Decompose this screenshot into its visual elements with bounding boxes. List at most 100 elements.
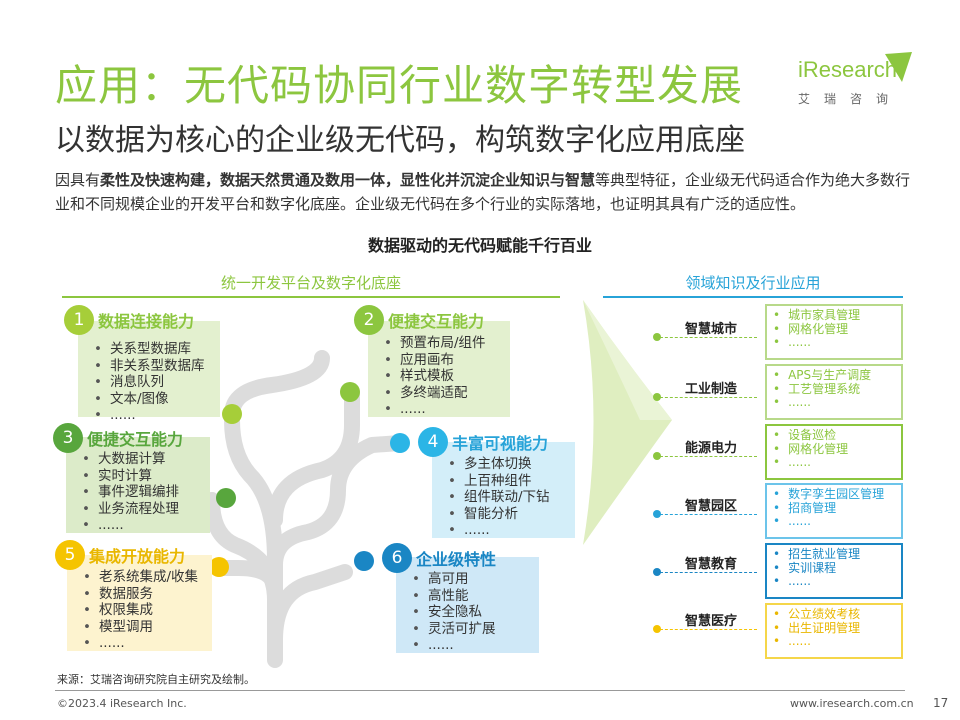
sector-name: 能源电力 xyxy=(685,441,738,456)
capability-box-3: 大数据计算 实时计算 事件逻辑编排 业务流程处理 ...... xyxy=(66,437,210,533)
sector-app-item: 网格化管理 xyxy=(773,442,895,457)
capability-box-4: 多主体切换 上百种组件 组件联动/下钻 智能分析 ...... xyxy=(432,442,575,538)
capability-4-item: 上百种组件 xyxy=(448,473,565,490)
sector-app-item: ...... xyxy=(773,574,895,589)
left-band-line xyxy=(62,296,560,298)
capability-head-3: 3 便捷交互能力 xyxy=(53,423,183,453)
capability-5-item: 模型调用 xyxy=(83,619,202,636)
capability-title-6: 企业级特性 xyxy=(416,550,497,569)
capability-title-1: 数据连接能力 xyxy=(98,312,195,331)
capability-3-item: 实时计算 xyxy=(82,468,200,485)
capability-head-2: 2 便捷交互能力 xyxy=(354,305,484,335)
capability-1-item: 非关系型数据库 xyxy=(94,358,210,375)
capability-2-item: 多终端适配 xyxy=(384,385,500,402)
sector-app-item: 工艺管理系统 xyxy=(773,382,895,397)
sector-apps-box: APS与生产调度 工艺管理系统 ...... xyxy=(765,364,903,420)
sector-dot xyxy=(653,510,661,518)
sector-dot xyxy=(653,568,661,576)
iresearch-logo: iResearch 艾瑞咨询 xyxy=(790,52,915,112)
intro-bold-text: 柔性及快速构建，数据天然贯通及数用一体，显性化并沉淀企业知识与智慧 xyxy=(100,171,596,189)
sector-app-item: APS与生产调度 xyxy=(773,368,895,383)
intro-text-2: 等典型特征，企业级无代码适合作为绝大多数行业和不同规模企业的开发平台和数字化底座… xyxy=(55,171,911,213)
page-subtitle: 以数据为核心的企业级无代码，构筑数字化应用底座 xyxy=(55,123,745,158)
sector-name: 工业制造 xyxy=(685,382,738,397)
page-number: 17 xyxy=(933,696,949,710)
sector-dot xyxy=(653,333,661,341)
sector-app-item: ...... xyxy=(773,395,895,410)
capability-2-item: ...... xyxy=(384,401,500,418)
capability-2-item: 预置布局/组件 xyxy=(384,335,500,352)
sector-name: 智慧教育 xyxy=(685,557,738,572)
sector-connector xyxy=(655,397,757,398)
sector-app-item: 招商管理 xyxy=(773,501,895,516)
footer-divider xyxy=(55,690,905,691)
sector-name: 智慧园区 xyxy=(685,499,738,514)
sector-dot xyxy=(653,625,661,633)
capability-2-item: 应用画布 xyxy=(384,352,500,369)
sector-connector xyxy=(655,456,757,457)
sector-connector xyxy=(655,337,757,338)
capability-number-3: 3 xyxy=(53,423,83,453)
right-band-line xyxy=(603,296,903,298)
sector-app-item: 招生就业管理 xyxy=(773,547,895,562)
capability-4-item: 组件联动/下钻 xyxy=(448,489,565,506)
capability-6-item: 高性能 xyxy=(412,588,529,605)
sector-dot xyxy=(653,452,661,460)
capability-number-4: 4 xyxy=(418,427,448,457)
capability-box-1: 关系型数据库 非关系型数据库 消息队列 文本/图像 ...... xyxy=(78,321,220,423)
left-band-label: 统一开发平台及数字化底座 xyxy=(220,274,401,292)
capability-2-item: 样式模板 xyxy=(384,368,500,385)
capability-5-item: 数据服务 xyxy=(83,586,202,603)
sector-apps-box: 城市家具管理 网格化管理 ...... xyxy=(765,304,903,360)
sector-name: 智慧医疗 xyxy=(685,614,738,629)
capability-number-5: 5 xyxy=(55,540,85,570)
right-band-label: 领域知识及行业应用 xyxy=(685,274,821,292)
capability-4-item: 智能分析 xyxy=(448,506,565,523)
capability-1-item: 消息队列 xyxy=(94,374,210,391)
capability-3-item: 业务流程处理 xyxy=(82,501,200,518)
logo-swoosh-icon xyxy=(885,52,912,82)
capability-4-item: ...... xyxy=(448,522,565,539)
sector-connector xyxy=(655,514,757,515)
capability-5-item: ...... xyxy=(83,635,202,652)
capability-6-item: ...... xyxy=(412,637,529,654)
diagram-title: 数据驱动的无代码赋能千行百业 xyxy=(367,236,592,255)
sector-apps-box: 公立绩效考核 出生证明管理 ...... xyxy=(765,603,903,659)
capability-number-6: 6 xyxy=(382,543,412,573)
intro-text-1: 因具有 xyxy=(55,171,101,189)
intro-paragraph: 因具有柔性及快速构建，数据天然贯通及数用一体，显性化并沉淀企业知识与智慧等典型特… xyxy=(55,168,925,216)
sector-app-item: 数字孪生园区管理 xyxy=(773,487,895,502)
capability-3-item: ...... xyxy=(82,517,200,534)
sector-app-item: ...... xyxy=(773,335,895,350)
sector-app-item: ...... xyxy=(773,514,895,529)
capability-6-item: 高可用 xyxy=(412,571,529,588)
sector-connector xyxy=(655,629,757,630)
website-link[interactable]: www.iresearch.com.cn xyxy=(790,697,914,710)
sector-dot xyxy=(653,393,661,401)
capability-6-item: 灵活可扩展 xyxy=(412,621,529,638)
capability-head-1: 1 数据连接能力 xyxy=(64,305,194,335)
capability-5-item: 老系统集成/收集 xyxy=(83,569,202,586)
capability-1-item: 关系型数据库 xyxy=(94,341,210,358)
sector-app-item: 公立绩效考核 xyxy=(773,607,895,622)
sector-connector xyxy=(655,572,757,573)
capability-title-2: 便捷交互能力 xyxy=(388,312,485,331)
source-note: 来源：艾瑞咨询研究院自主研究及绘制。 xyxy=(57,673,255,686)
sector-app-item: ...... xyxy=(773,634,895,649)
flow-arrow xyxy=(583,300,672,545)
capability-5-item: 权限集成 xyxy=(83,602,202,619)
capability-box-2: 预置布局/组件 应用画布 样式模板 多终端适配 ...... xyxy=(368,321,510,417)
capability-title-5: 集成开放能力 xyxy=(89,547,186,566)
sector-apps-box: 招生就业管理 实训课程 ...... xyxy=(765,543,903,599)
sector-app-item: 设备巡检 xyxy=(773,428,895,443)
sector-app-item: 实训课程 xyxy=(773,561,895,576)
capability-1-item: 文本/图像 xyxy=(94,391,210,408)
logo-subtext: 艾瑞咨询 xyxy=(798,92,903,106)
capability-6-item: 安全隐私 xyxy=(412,604,529,621)
capability-number-1: 1 xyxy=(64,305,94,335)
page-title: 应用：无代码协同行业数字转型发展 xyxy=(55,61,744,110)
sector-apps-box: 设备巡检 网格化管理 ...... xyxy=(765,424,903,480)
capability-3-item: 事件逻辑编排 xyxy=(82,484,200,501)
capability-box-5: 老系统集成/收集 数据服务 权限集成 模型调用 ...... xyxy=(67,555,212,651)
